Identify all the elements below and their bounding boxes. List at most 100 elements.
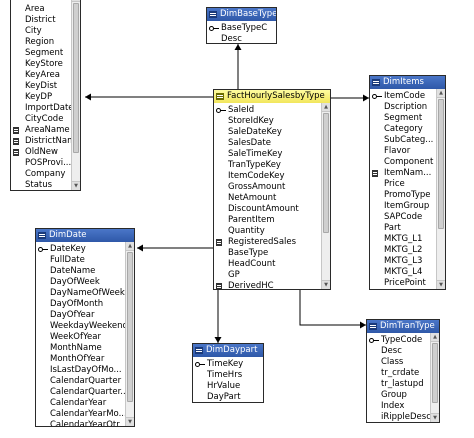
table-title-bar[interactable]: DimDaypart [193, 344, 263, 357]
column-row[interactable]: SubCateg... [370, 135, 436, 146]
table-title-bar[interactable]: DimTranType [367, 320, 439, 333]
column-row[interactable]: CalendarYearQtr [36, 420, 125, 426]
column-row[interactable]: DayNameOfWeek [36, 288, 125, 299]
column-row[interactable]: MonthOfYear [36, 354, 125, 365]
column-row[interactable]: Area [11, 4, 71, 15]
scroll-thumb[interactable] [438, 99, 444, 229]
column-row[interactable]: DiscountAmount [214, 204, 321, 215]
scroll-thumb[interactable] [73, 3, 79, 153]
column-row[interactable]: Desc [207, 34, 267, 43]
column-row[interactable]: ItemCode [370, 91, 436, 102]
column-row[interactable]: WeekOfYear [36, 332, 125, 343]
column-row[interactable]: Dscription [370, 102, 436, 113]
column-row[interactable]: NetAmount [214, 193, 321, 204]
column-row[interactable]: MonthName [36, 343, 125, 354]
column-row[interactable]: CalendarQuarter [36, 376, 125, 387]
scroll-up-arrow-icon[interactable]: ▲ [431, 333, 439, 342]
column-row[interactable]: tr_lastupd [367, 379, 430, 390]
column-row[interactable]: CalendarYear [36, 398, 125, 409]
scroll-down-arrow-icon[interactable]: ▼ [72, 181, 80, 190]
column-row[interactable]: FullDate [36, 255, 125, 266]
column-row[interactable]: ImportDate [11, 103, 71, 114]
column-row[interactable]: StoreIdKey [214, 116, 321, 127]
column-row[interactable]: WeekdayWeekend [36, 321, 125, 332]
scroll-thumb[interactable] [127, 252, 133, 402]
column-row[interactable]: DateName [36, 266, 125, 277]
column-row[interactable]: CityCode [11, 114, 71, 125]
scroll-thumb[interactable] [323, 113, 329, 233]
column-row[interactable]: City [11, 26, 71, 37]
column-row[interactable]: CalendarQuarter... [36, 387, 125, 398]
column-row[interactable]: DayPart [193, 392, 254, 402]
column-row[interactable]: ParentItem [214, 215, 321, 226]
vertical-scrollbar[interactable]: ▲▼ [125, 242, 134, 426]
column-row[interactable]: RegisteredSales [214, 237, 321, 248]
column-row[interactable]: TimeHrs [193, 370, 254, 381]
table-title-bar[interactable]: DimDate [36, 229, 134, 242]
column-row[interactable]: Class [367, 357, 430, 368]
scroll-down-arrow-icon[interactable]: ▼ [431, 413, 439, 422]
column-row[interactable]: DayOfMonth [36, 299, 125, 310]
column-row[interactable]: KeyDist [11, 81, 71, 92]
column-row[interactable]: ItemGroup [370, 201, 436, 212]
column-row[interactable]: DerivedHC [214, 281, 321, 289]
table-title-bar[interactable]: DimBaseType [207, 8, 276, 21]
column-row[interactable]: Company [11, 169, 71, 180]
column-row[interactable]: SaleId [214, 105, 321, 116]
column-row[interactable]: Segment [370, 113, 436, 124]
column-row[interactable]: KeyDP [11, 92, 71, 103]
relationship-factsales-dimstore[interactable] [85, 93, 213, 101]
column-row[interactable]: AreaName [11, 125, 71, 136]
column-row[interactable]: MKTG_L3 [370, 256, 436, 267]
column-row[interactable]: Status [11, 180, 71, 190]
vertical-scrollbar[interactable]: ▲▼ [321, 103, 330, 289]
column-row[interactable]: OldNew [11, 147, 71, 158]
column-row[interactable]: PricePoint [370, 278, 436, 289]
relationship-factsales-dimbasetype[interactable] [234, 44, 242, 89]
column-row[interactable]: KeyStore [11, 59, 71, 70]
table-dimbasetype[interactable]: DimBaseTypeBaseTypeCodeDesc [206, 7, 277, 44]
column-row[interactable]: PromoType [370, 190, 436, 201]
column-row[interactable]: BaseTypeCode [207, 23, 267, 34]
column-row[interactable]: SaleDateKey [214, 127, 321, 138]
scroll-up-arrow-icon[interactable]: ▲ [72, 0, 80, 2]
column-row[interactable]: Group [367, 390, 430, 401]
column-row[interactable]: iRippleDesc [367, 412, 430, 422]
scroll-up-arrow-icon[interactable]: ▲ [437, 89, 445, 98]
column-row[interactable]: POSProvi... [11, 158, 71, 169]
relationship-factsales-dimitems[interactable] [331, 94, 369, 102]
column-row[interactable]: Region [11, 37, 71, 48]
column-row[interactable]: MKTG_L4 [370, 267, 436, 278]
column-row[interactable]: DayOfYear [36, 310, 125, 321]
column-row[interactable]: CalendarYearMo... [36, 409, 125, 420]
column-row[interactable]: Desc [367, 346, 430, 357]
column-row[interactable]: DateKey [36, 244, 125, 255]
column-row[interactable]: MKTG_L1 [370, 234, 436, 245]
column-row[interactable]: SalesDate [214, 138, 321, 149]
vertical-scrollbar[interactable]: ▲▼ [436, 89, 445, 289]
column-row[interactable]: HeadCount [214, 259, 321, 270]
scroll-thumb[interactable] [432, 343, 438, 403]
relationship-factsales-dimdaypart[interactable] [214, 290, 222, 343]
table-dimstore[interactable]: SWMetalAreaDistrictCityRegionSegmentKeyS… [10, 0, 81, 191]
column-row[interactable]: SAPCode [370, 212, 436, 223]
column-row[interactable]: TranTypeKey [214, 160, 321, 171]
scroll-down-arrow-icon[interactable]: ▼ [322, 280, 330, 289]
scroll-down-arrow-icon[interactable]: ▼ [437, 280, 445, 289]
column-row[interactable]: DistrictName [11, 136, 71, 147]
relationship-factsales-dimtrantype[interactable] [299, 290, 366, 329]
column-row[interactable]: MKTG_L2 [370, 245, 436, 256]
column-row[interactable]: tr_crdate [367, 368, 430, 379]
column-row[interactable]: KeyArea [11, 70, 71, 81]
column-row[interactable]: ItemNam... [370, 168, 436, 179]
column-row[interactable]: GrossAmount [214, 182, 321, 193]
vertical-scrollbar[interactable]: ▲▼ [430, 333, 439, 422]
column-row[interactable]: GP [214, 270, 321, 281]
column-row[interactable]: TimeKey [193, 359, 254, 370]
column-row[interactable]: BaseType [214, 248, 321, 259]
